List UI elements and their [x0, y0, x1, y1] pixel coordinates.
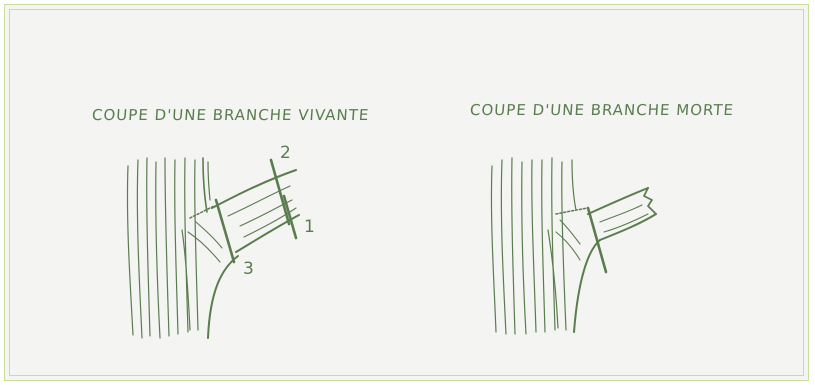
dead-branch-cut-line [586, 206, 608, 274]
cut-label-2: 2 [280, 143, 291, 163]
live-branch-limb [187, 169, 300, 263]
cut-line-2 [269, 158, 291, 226]
dead-branch-bark-ridge [555, 207, 589, 215]
live-branch-bark-ridge [189, 205, 215, 219]
dead-branch-trunk-edge [573, 239, 601, 333]
live-branch-trunk [126, 157, 211, 339]
dead-branch-trunk [490, 157, 577, 335]
cut-line-1 [282, 194, 298, 240]
cut-label-1: 1 [304, 217, 315, 237]
outer-frame [4, 4, 809, 381]
live-branch-cut-lines [214, 158, 298, 264]
inner-frame [9, 9, 804, 376]
cut-label-3: 3 [243, 259, 254, 279]
live-branch-trunk-edge [207, 255, 239, 339]
dead-branch-limb [555, 187, 657, 261]
cut-line-3 [214, 198, 236, 264]
